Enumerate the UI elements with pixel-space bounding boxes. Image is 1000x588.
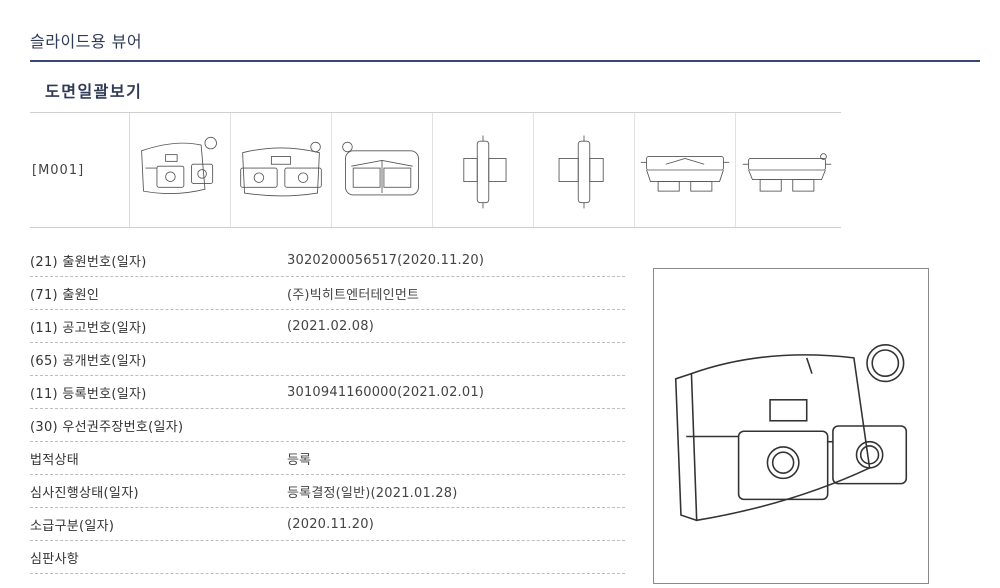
viewer-rear-drawing: [342, 141, 419, 196]
info-label: (11) 공고번호(일자): [30, 320, 147, 336]
info-value: (2021.02.08): [287, 318, 374, 334]
info-row: 법적상태 등록: [30, 442, 625, 475]
info-row: 소급구분(일자) (2020.11.20): [30, 508, 625, 541]
viewer-top-drawing: [640, 156, 730, 192]
info-row: (11) 등록번호(일자) 3010941160000(2021.02.01): [30, 376, 625, 409]
viewer-perspective-drawing: [141, 136, 217, 194]
info-row: (11) 공고번호(일자) (2021.02.08): [30, 310, 625, 343]
drawing-thumbnail[interactable]: [231, 113, 332, 227]
info-label: 법적상태: [30, 452, 80, 468]
info-value: 3020200056517(2020.11.20): [287, 252, 485, 268]
drawing-thumbnail[interactable]: [332, 113, 433, 227]
info-label: 소급구분(일자): [30, 518, 115, 534]
drawing-thumbnail[interactable]: [736, 113, 837, 227]
viewer-side-drawing: [558, 135, 604, 209]
drawing-strip: [M001]: [30, 112, 841, 228]
viewer-bottom-drawing: [742, 153, 831, 192]
info-row: (65) 공개번호(일자): [30, 343, 625, 376]
info-value: 3010941160000(2021.02.01): [287, 384, 485, 400]
info-row: 심판사항: [30, 541, 625, 574]
section-title: 도면일괄보기: [45, 82, 143, 101]
info-label: (30) 우선권주장번호(일자): [30, 419, 184, 435]
drawing-thumbnail[interactable]: [635, 113, 736, 227]
info-row: (71) 출원인 (주)빅히트엔터테인먼트: [30, 277, 625, 310]
drawing-thumbnail[interactable]: [130, 113, 231, 227]
info-value: (2020.11.20): [287, 516, 374, 532]
drawing-preview[interactable]: [653, 268, 929, 584]
info-label: (71) 출원인: [30, 287, 100, 303]
info-row: (30) 우선권주장번호(일자): [30, 409, 625, 442]
info-value: 등록결정(일반)(2021.01.28): [287, 485, 458, 501]
info-label: (11) 등록번호(일자): [30, 386, 147, 402]
info-label: 심사진행상태(일자): [30, 485, 139, 501]
viewer-side-drawing: [463, 135, 507, 209]
info-label: (65) 공개번호(일자): [30, 353, 147, 369]
drawing-code: [M001]: [30, 113, 130, 227]
info-row: 심사진행상태(일자) 등록결정(일반)(2021.01.28): [30, 475, 625, 508]
drawing-thumbnail[interactable]: [433, 113, 534, 227]
title-divider: [30, 60, 980, 62]
info-label: (21) 출원번호(일자): [30, 254, 147, 270]
page-title: 슬라이드용 뷰어: [30, 32, 143, 51]
info-row: (21) 출원번호(일자) 3020200056517(2020.11.20): [30, 244, 625, 277]
info-value: (주)빅히트엔터테인먼트: [287, 287, 420, 303]
viewer-front-drawing: [240, 141, 322, 197]
viewer-perspective-drawing: [674, 343, 908, 522]
drawing-thumbnail[interactable]: [534, 113, 635, 227]
info-value: 등록: [287, 452, 312, 468]
bibliographic-info: (21) 출원번호(일자) 3020200056517(2020.11.20) …: [30, 244, 625, 574]
info-label: 심판사항: [30, 551, 80, 567]
